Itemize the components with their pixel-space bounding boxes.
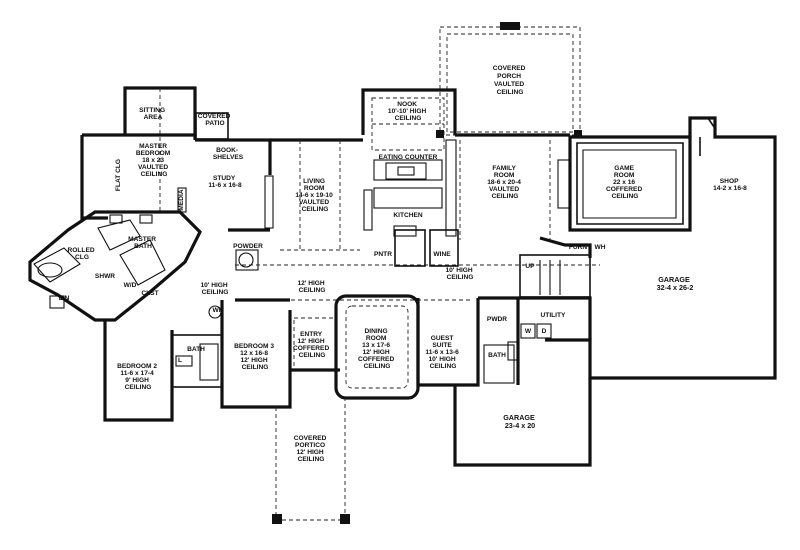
label-master-bedroom: MASTER BEDROOM 18 x 23 VAULTED CEILING xyxy=(136,143,172,178)
master-bath xyxy=(28,210,202,322)
shop-garage-wing xyxy=(545,116,777,380)
label-kitchen: KITCHEN xyxy=(393,212,423,219)
center-hall xyxy=(235,229,600,301)
label-garage-small: GARAGE 23-4 x 20 xyxy=(503,413,537,430)
garage-small xyxy=(453,378,592,467)
label-hall-12: 12' HIGH CEILING xyxy=(297,280,326,294)
label-bath1: BATH xyxy=(187,346,205,353)
label-bookshelves: BOOK- SHELVES xyxy=(213,147,244,161)
label-dining: DINING ROOM 13 x 17-6 12' HIGH COFFERED … xyxy=(358,328,396,370)
label-wh2: WH xyxy=(213,307,224,314)
study-living xyxy=(195,138,363,271)
label-l: L xyxy=(178,357,182,364)
label-pwdr: PWDR xyxy=(487,316,507,323)
label-entry: ENTRY 12' HIGH COFFERED CEILING xyxy=(293,331,331,359)
label-wd: W/D xyxy=(124,282,137,289)
label-wh: WH xyxy=(595,244,606,251)
label-pntr: PNTR xyxy=(374,251,392,258)
label-garage-main: GARAGE 32-4 x 26-2 xyxy=(657,275,694,292)
family-room xyxy=(455,133,592,258)
label-up: UP xyxy=(525,263,535,270)
label-covered-porch: COVERED PORCH VAULTED CEILING xyxy=(493,65,527,96)
bedroom-3 xyxy=(208,298,292,409)
label-living-room: LIVING ROOM 14-6 x 19-10 VAULTED CEILING xyxy=(295,178,334,213)
label-d: D xyxy=(542,328,547,335)
label-family-room: FAMILY ROOM 18-6 x 20-4 VAULTED CEILING xyxy=(487,165,523,200)
label-sitting-area: SITTING AREA xyxy=(139,107,167,121)
kitchen-block xyxy=(361,88,457,237)
label-utility: UTILITY xyxy=(541,312,567,319)
label-hall-10: 10' HIGH CEILING xyxy=(200,282,229,296)
master-suite xyxy=(80,86,229,220)
label-w: W xyxy=(525,328,532,335)
label-master-bath: MASTER BATH xyxy=(128,236,158,250)
label-bath2: BATH xyxy=(488,352,506,359)
label-clst: CLST xyxy=(141,290,158,297)
covered-porch xyxy=(436,22,582,138)
label-furn: FURN xyxy=(569,244,588,251)
label-nook: NOOK 10'-10' HIGH CEILING xyxy=(388,101,428,122)
label-rolled-clg: ROLLED CLG xyxy=(68,247,97,261)
label-hall-10b: 10' HIGH CEILING xyxy=(445,267,474,281)
label-game-room: GAME ROOM 22 x 16 COFFERED CEILING xyxy=(606,165,644,200)
label-covered-portico: COVERED PORTICO 12' HIGH CEILING xyxy=(294,435,328,463)
label-bedroom3: BEDROOM 3 12 x 16-8 12' HIGH CEILING xyxy=(234,343,276,371)
label-powder: POWDER xyxy=(233,243,263,250)
label-shwr: SHWR xyxy=(95,273,115,280)
guest-suite xyxy=(416,298,519,387)
label-bedroom2: BEDROOM 2 11-6 x 17-4 9' HIGH CEILING xyxy=(117,363,159,391)
label-lin: LIN xyxy=(59,295,70,302)
label-covered-patio: COVERED PATIO xyxy=(198,113,232,127)
covered-portico xyxy=(272,398,350,524)
label-flat-clg: FLAT CLG xyxy=(115,159,122,191)
label-guest-suite: GUEST SUITE 11-6 x 13-6 10' HIGH CEILING xyxy=(425,335,460,370)
label-shop: SHOP 14-2 x 16-8 xyxy=(713,178,747,192)
label-wine: WINE xyxy=(433,251,451,258)
label-study: STUDY 11-6 x 16-8 xyxy=(208,175,242,189)
label-media: MEDIA xyxy=(178,189,185,210)
label-eating-counter: EATING COUNTER xyxy=(379,154,438,161)
